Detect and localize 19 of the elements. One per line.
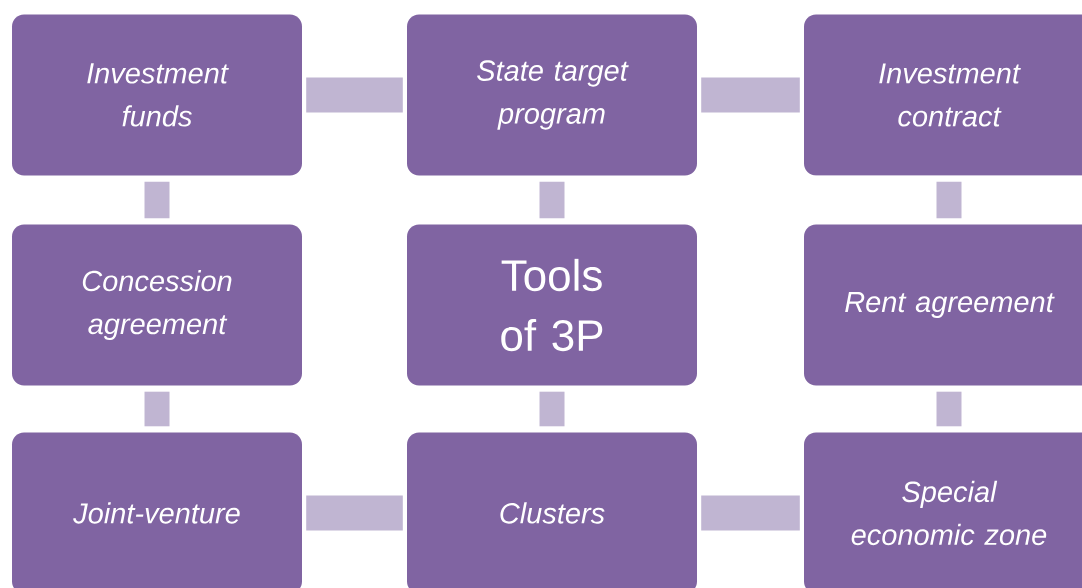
connector-bar [539, 391, 565, 427]
process-box: Concession agreement [12, 224, 302, 386]
process-box: Rent agreement [804, 224, 1082, 386]
connector-bar [144, 391, 170, 427]
process-box: Investment contract [804, 14, 1082, 176]
process-box: Joint-venture [12, 432, 302, 588]
connector-bar [144, 181, 170, 219]
connector-bar [936, 391, 962, 427]
connector-bar [701, 77, 800, 113]
connector-bar [306, 495, 403, 531]
process-box: Clusters [407, 432, 697, 588]
connector-bar [701, 495, 800, 531]
connector-bar [306, 77, 403, 113]
process-box: Investment funds [12, 14, 302, 176]
connector-bar [936, 181, 962, 219]
process-box: Tools of 3P [407, 224, 697, 386]
process-box: State target program [407, 14, 697, 176]
process-box: Special economic zone [804, 432, 1082, 588]
connector-bar [539, 181, 565, 219]
